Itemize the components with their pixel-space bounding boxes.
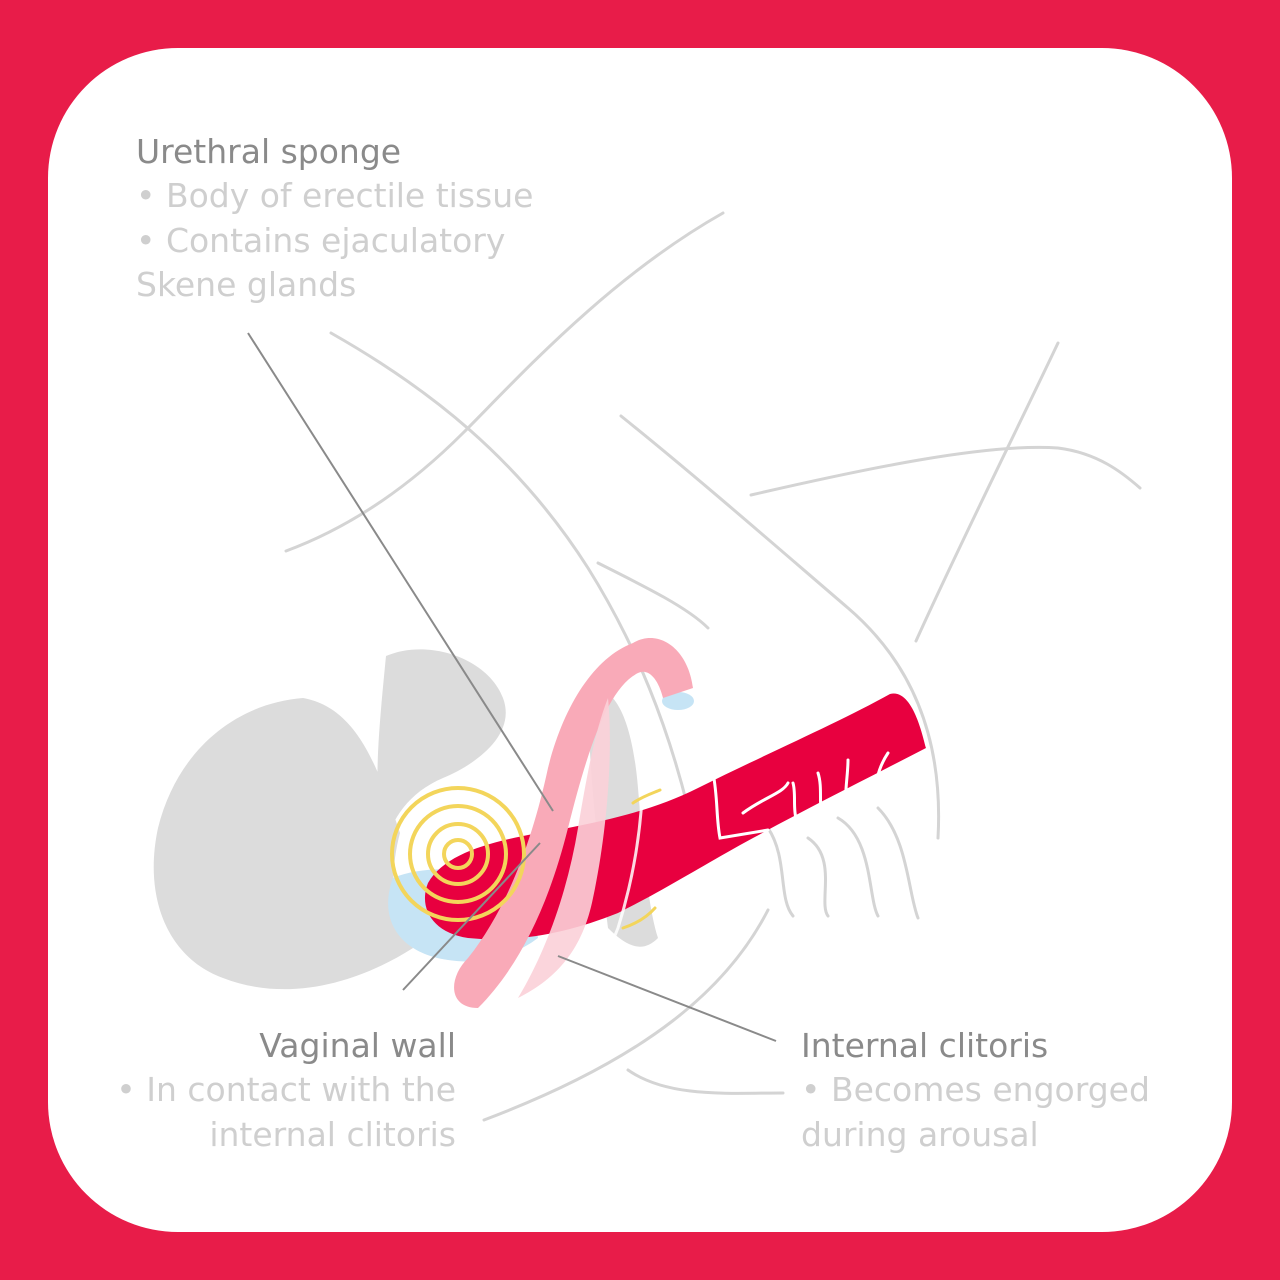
vibration-ring-3 <box>408 804 508 904</box>
vibration-ring-1 <box>442 838 474 870</box>
label-internal-clitoris-line-2: during arousal <box>801 1114 1039 1154</box>
leader-line-urethral-sponge <box>247 332 554 812</box>
outline-curve-back <box>914 341 1060 643</box>
outline-curve-thigh <box>329 331 690 810</box>
label-vaginal-wall-line-1: • In contact with the <box>116 1070 456 1109</box>
vibration-marks <box>621 788 662 930</box>
hand-line-5 <box>844 758 850 810</box>
vibration-ring-4 <box>390 786 526 922</box>
label-urethral-sponge-line-1: • Body of erectile tissue <box>136 176 534 215</box>
hand-outline-on-red <box>711 751 890 840</box>
vibration-mark-1 <box>631 788 662 805</box>
label-urethral-sponge-line-3: Skene glands <box>136 265 357 304</box>
outline-curve-arm <box>749 445 1142 497</box>
hand-line-1 <box>711 771 770 840</box>
hand-line-4 <box>816 771 825 818</box>
label-vaginal-wall-line-2: internal clitoris <box>209 1114 456 1154</box>
hand-line-3 <box>791 781 798 820</box>
finger-outline-3 <box>836 816 880 918</box>
finger-outline-2 <box>806 836 830 918</box>
leader-lines <box>247 332 777 1042</box>
vibration-mark-2 <box>621 906 657 930</box>
label-urethral-sponge-title: Urethral sponge <box>136 132 402 171</box>
clitoris-highlight-line <box>537 707 645 1008</box>
finger-outline-1 <box>766 826 795 918</box>
vibration-ring-2 <box>426 822 490 886</box>
label-internal-clitoris-title: Internal clitoris <box>801 1026 1049 1065</box>
outline-curve-upper <box>284 211 725 553</box>
hand-line-6 <box>874 751 890 802</box>
outline-curve-buttock <box>619 414 941 840</box>
outline-curve-leg-bottom <box>626 1068 785 1095</box>
label-internal-clitoris: Internal clitoris • Becomes engorged dur… <box>801 1024 1150 1157</box>
gray-organ-left <box>153 698 413 990</box>
anatomy-illustration <box>153 211 1142 1122</box>
label-vaginal-wall-title: Vaginal wall <box>259 1026 456 1065</box>
label-urethral-sponge-line-2: • Contains ejaculatory <box>136 220 506 260</box>
outline-curve-hand-top <box>596 561 710 630</box>
pink-clitoris-body <box>454 638 693 1008</box>
blue-tip-opening <box>662 692 694 710</box>
finger-outline-4 <box>876 806 920 920</box>
label-vaginal-wall: Vaginal wall • In contact with the inter… <box>116 1024 456 1157</box>
hand-line-2 <box>741 781 790 815</box>
leader-line-internal-clitoris <box>557 955 777 1042</box>
body-outline <box>284 211 1142 1122</box>
label-urethral-sponge: Urethral sponge • Body of erectile tissu… <box>136 130 533 308</box>
pink-clitoris-inner <box>518 698 610 998</box>
outline-curve-leg-low <box>482 908 770 1122</box>
gray-organ-upper <box>377 649 506 848</box>
vibration-circles <box>390 786 526 922</box>
diagram-card: Urethral sponge • Body of erectile tissu… <box>48 48 1232 1232</box>
leader-line-vaginal-wall <box>402 842 541 991</box>
label-internal-clitoris-line-1: • Becomes engorged <box>801 1070 1150 1109</box>
